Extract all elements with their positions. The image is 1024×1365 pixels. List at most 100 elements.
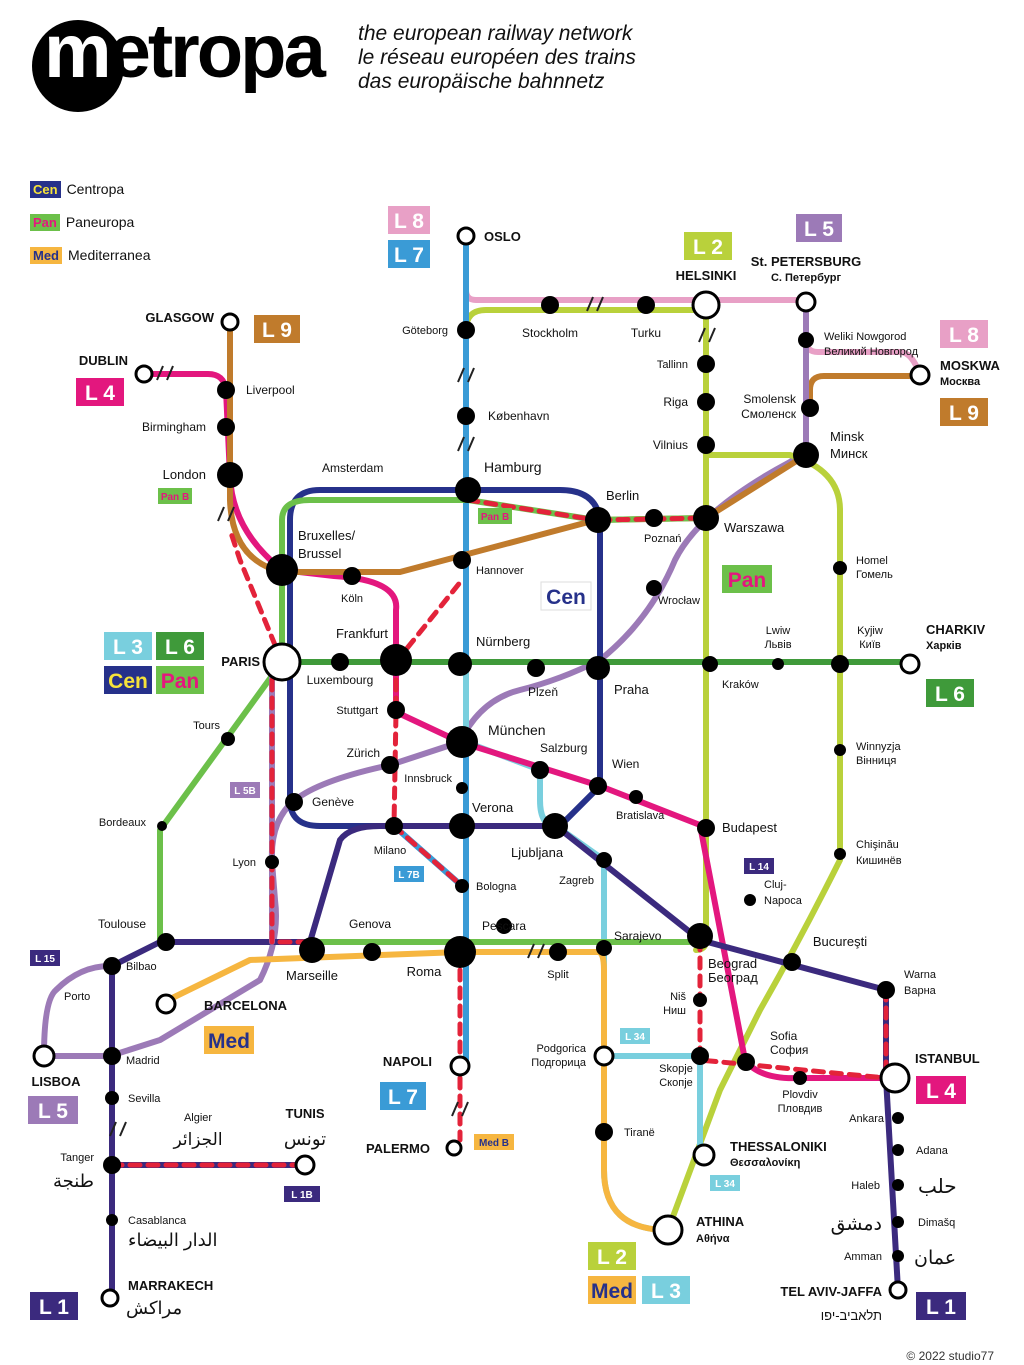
station-label-99: Plovdiv: [782, 1089, 818, 1101]
station-node-73: [363, 943, 381, 961]
line-badge-bg-9: [156, 632, 204, 660]
station-label-22: Warszawa: [724, 520, 785, 535]
line-badge-15: Med: [208, 1030, 250, 1053]
station-node-111: [892, 1144, 904, 1156]
line-badge-18: L 4: [926, 1080, 956, 1103]
mini-badge-3: L 7B: [398, 870, 420, 881]
tagline-de: das europäische bahnnetz: [358, 70, 605, 93]
station-label-90: Подгорица: [531, 1057, 587, 1069]
station-node-69: [455, 879, 469, 893]
station-label-10: Москва: [940, 376, 981, 388]
station-label-45: Luxembourg: [307, 673, 374, 687]
line-l2-east: [665, 452, 843, 1233]
station-node-5: [795, 291, 817, 313]
line-badge-bg-2: [684, 232, 732, 260]
station-node-89: [593, 1045, 615, 1067]
ferry-break-1: [457, 367, 475, 383]
station-label-33: Wrocław: [658, 595, 700, 607]
station-label-89: Podgorica: [536, 1043, 586, 1055]
legend-centropa: Cen Centropa: [30, 178, 124, 200]
station-label-29: Bruxelles/: [298, 528, 355, 543]
station-label-79: Roma: [407, 964, 442, 979]
station-label-56: Winnyzja: [856, 741, 902, 753]
station-node-0: [456, 226, 476, 246]
station-label-75: Sarajevo: [614, 929, 662, 943]
station-node-70: [744, 894, 756, 906]
line-l9-moskwa: [807, 373, 923, 411]
station-label-4: HELSINKI: [676, 268, 737, 283]
logo-disc: [32, 20, 124, 112]
station-node-11: [697, 355, 715, 373]
station-node-118: [652, 1214, 684, 1246]
station-label-17: Минск: [830, 446, 868, 461]
mini-badge-bg-6: [620, 1028, 650, 1044]
line-badge-23: L 1: [926, 1296, 956, 1319]
mini-badge-bg-0: [158, 488, 192, 504]
station-node-4: [691, 290, 721, 320]
station-label-14: Smolensk: [743, 392, 797, 406]
line-badge-16: L 5: [38, 1100, 68, 1123]
station-node-109: [692, 1143, 716, 1167]
line-badge-bg-0: [388, 206, 430, 234]
station-node-26: [217, 418, 235, 436]
station-label-121: دمشق: [831, 1214, 882, 1235]
station-node-53: [589, 777, 607, 795]
station-node-65: [834, 848, 846, 860]
station-label-84: Варна: [904, 985, 937, 997]
line-badge-bg-6: [940, 320, 988, 348]
station-label-44: PARIS: [221, 654, 260, 669]
station-node-54: [381, 756, 399, 774]
station-node-46: [527, 659, 545, 677]
station-label-116: Casablanca: [128, 1215, 187, 1227]
station-label-72: Toulouse: [98, 917, 146, 931]
station-label-68: Zagreb: [559, 875, 594, 887]
mini-badge-5: L 15: [35, 954, 55, 965]
mini-badge-8: L 1B: [291, 1190, 313, 1201]
red-dash-frankfurt-hannover: [393, 577, 465, 665]
station-node-116: [106, 1214, 118, 1226]
station-node-24: [134, 364, 154, 384]
station-node-108: [595, 1123, 613, 1141]
station-label-78: Marseille: [286, 968, 338, 983]
station-label-126: TEL AVIV-JAFFA: [780, 1284, 882, 1299]
station-label-49: Stuttgart: [336, 705, 378, 717]
station-label-80: Split: [547, 969, 568, 981]
line-badge-bg-13: [722, 565, 772, 593]
station-nodes: [32, 226, 931, 1308]
station-node-124: [100, 1288, 120, 1308]
station-node-93: [879, 1062, 911, 1094]
station-node-64: [542, 813, 568, 839]
line-badge-0: L 8: [394, 210, 424, 233]
station-label-107: PALERMO: [366, 1141, 430, 1156]
line-badge-bg-3: [796, 214, 842, 242]
station-node-74: [496, 918, 512, 934]
station-label-31: Köln: [341, 593, 363, 605]
station-node-37: [448, 652, 472, 676]
station-label-42: CHARKIV: [926, 622, 986, 637]
station-label-12: Riga: [663, 395, 688, 409]
station-label-27: London: [163, 467, 206, 482]
line-badge-bg-18: [916, 1076, 966, 1104]
mini-badge-2: L 5B: [234, 786, 256, 797]
line-badge-bg-21: [642, 1276, 690, 1304]
station-label-52: Salzburg: [540, 741, 587, 755]
ferry-break-3: [698, 327, 716, 343]
station-label-120: Dimašq: [918, 1217, 955, 1229]
station-node-68: [596, 852, 612, 868]
station-label-51: München: [488, 722, 546, 738]
line-badge-bg-4: [254, 315, 300, 343]
line-badge-22: L 1: [39, 1296, 69, 1319]
logo-initial: m: [44, 9, 112, 94]
station-label-117: الدار البيضاء: [128, 1230, 218, 1250]
station-label-60: Verona: [472, 800, 514, 815]
station-node-78: [299, 937, 325, 963]
station-node-33: [646, 580, 662, 596]
station-label-30: Brussel: [298, 546, 341, 561]
station-label-110: Θεσσαλονίκη: [730, 1157, 801, 1169]
station-node-112: [103, 1156, 121, 1174]
station-label-67: Lyon: [233, 857, 256, 869]
station-label-77: Bilbao: [126, 961, 157, 973]
station-node-21: [645, 509, 663, 527]
